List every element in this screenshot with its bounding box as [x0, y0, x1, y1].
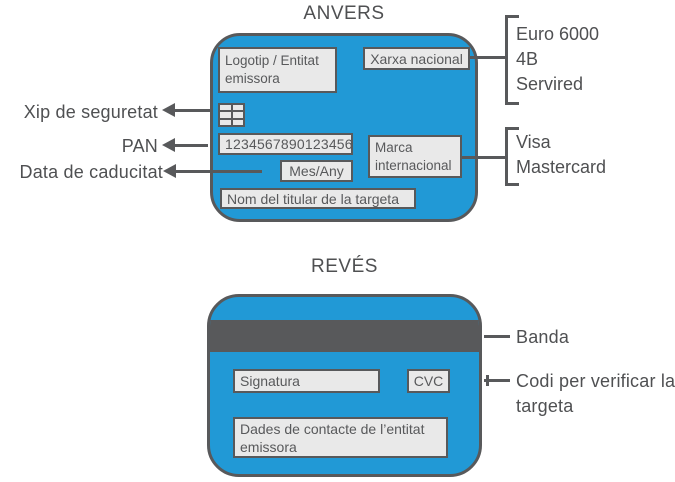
bracket-icon: [505, 15, 519, 105]
signature-label: Signatura: [240, 373, 300, 389]
brand-item: Mastercard: [516, 157, 607, 177]
pan-value: 1234567890123456: [225, 136, 353, 152]
card-back: Signatura CVC Dades de contacte de l’ent…: [207, 294, 482, 477]
expiry-label: Mes/Any: [289, 163, 344, 179]
national-network-connector-line: [470, 56, 507, 59]
national-network-label: Xarxa nacional: [370, 50, 463, 67]
label-stripe: Banda: [516, 327, 570, 347]
back-title: REVÉS: [311, 256, 378, 277]
international-brand-connector-line: [462, 156, 507, 159]
cvc-label: CVC: [413, 373, 444, 389]
issuer-logo-box: Logotip / Entitat emissora: [218, 47, 337, 93]
issuer-contact-label: Dades de contacte de l’entitat emissora: [240, 420, 425, 455]
international-brands-list: Visa Mastercard: [516, 130, 606, 180]
national-networks-list: Euro 6000 4B Servired: [516, 22, 599, 97]
expiry-box: Mes/Any: [280, 160, 353, 182]
pan-box: 1234567890123456: [218, 133, 353, 155]
arrow-left-icon: [163, 164, 176, 178]
network-item: Servired: [516, 74, 584, 94]
pan-connector-line: [174, 144, 208, 147]
magnetic-stripe: [210, 320, 479, 352]
cardholder-name-box: Nom del titular de la targeta: [220, 188, 416, 209]
card-front: Logotip / Entitat emissora Xarxa naciona…: [210, 33, 478, 222]
signature-box: Signatura: [233, 369, 380, 393]
issuer-contact-box: Dades de contacte de l’entitat emissora: [233, 417, 448, 458]
bracket-icon: [505, 127, 519, 186]
label-pan: PAN: [121, 136, 158, 156]
network-item: Euro 6000: [516, 24, 600, 44]
front-title: ANVERS: [303, 3, 385, 24]
chip-connector-line: [174, 109, 210, 112]
cvc-box: CVC: [407, 369, 450, 393]
label-expiry-date: Data de caducitat: [19, 162, 163, 182]
stripe-connector-line: [484, 335, 510, 338]
international-brand-box: Marca internacional: [368, 135, 462, 178]
issuer-logo-label: Logotip / Entitat emissora: [225, 53, 319, 86]
cvc-connector-tick: [486, 375, 489, 386]
national-network-box: Xarxa nacional: [363, 47, 470, 70]
brand-item: Visa: [516, 132, 551, 152]
cardholder-name-label: Nom del titular de la targeta: [227, 190, 399, 207]
label-security-chip: Xip de seguretat: [23, 102, 158, 122]
international-brand-label: Marca internacional: [375, 139, 452, 173]
cvc-connector-line: [484, 379, 510, 382]
security-chip-icon: [218, 103, 245, 127]
network-item: 4B: [516, 49, 539, 69]
expiry-connector-line: [175, 170, 262, 173]
arrow-left-icon: [162, 138, 175, 152]
label-cvc-code: Codi per verificar la targeta: [516, 371, 675, 416]
arrow-left-icon: [162, 103, 175, 117]
